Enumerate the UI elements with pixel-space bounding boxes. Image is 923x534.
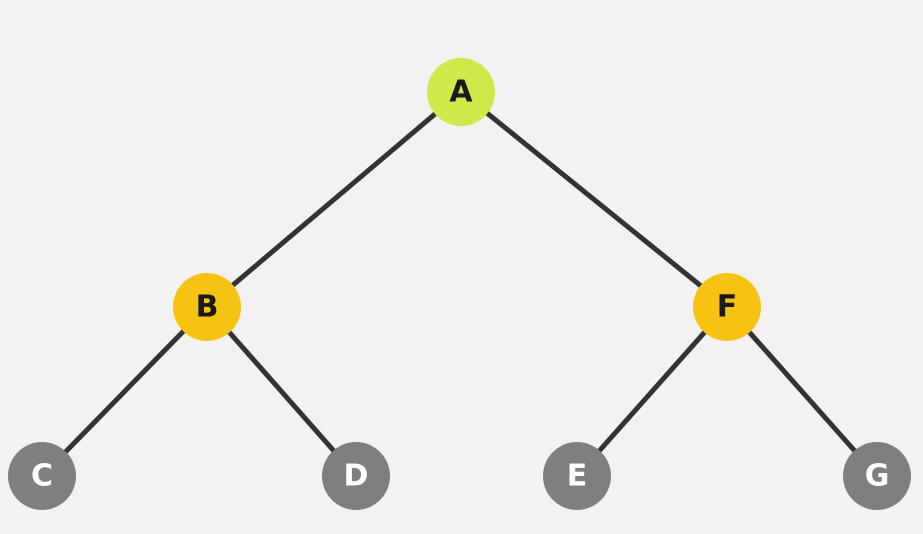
nodes-layer: A B F C D E G [8,58,911,510]
edge-a-f [484,110,715,298]
edge-b-c [52,328,186,466]
node-b: B [173,273,241,341]
edges-layer [52,110,868,466]
edge-a-b [218,111,438,298]
node-label-c: C [31,459,53,494]
node-label-b: B [196,290,219,325]
node-circle-f [693,273,761,341]
node-e: E [543,442,611,510]
node-label-d: D [344,459,369,494]
node-circle-e [543,442,611,510]
edge-f-g [747,329,868,465]
edge-b-d [226,330,347,465]
node-label-a: A [449,75,473,110]
node-circle-c [8,442,76,510]
node-c: C [8,442,76,510]
node-f: F [693,273,761,341]
node-label-g: G [865,459,890,494]
node-circle-b [173,273,241,341]
node-label-e: E [567,459,588,494]
edge-f-e [586,329,707,465]
node-g: G [843,442,911,510]
node-circle-g [843,442,911,510]
node-label-f: F [717,290,738,325]
node-circle-a [427,58,495,126]
node-circle-d [322,442,390,510]
node-a: A [427,58,495,126]
node-d: D [322,442,390,510]
